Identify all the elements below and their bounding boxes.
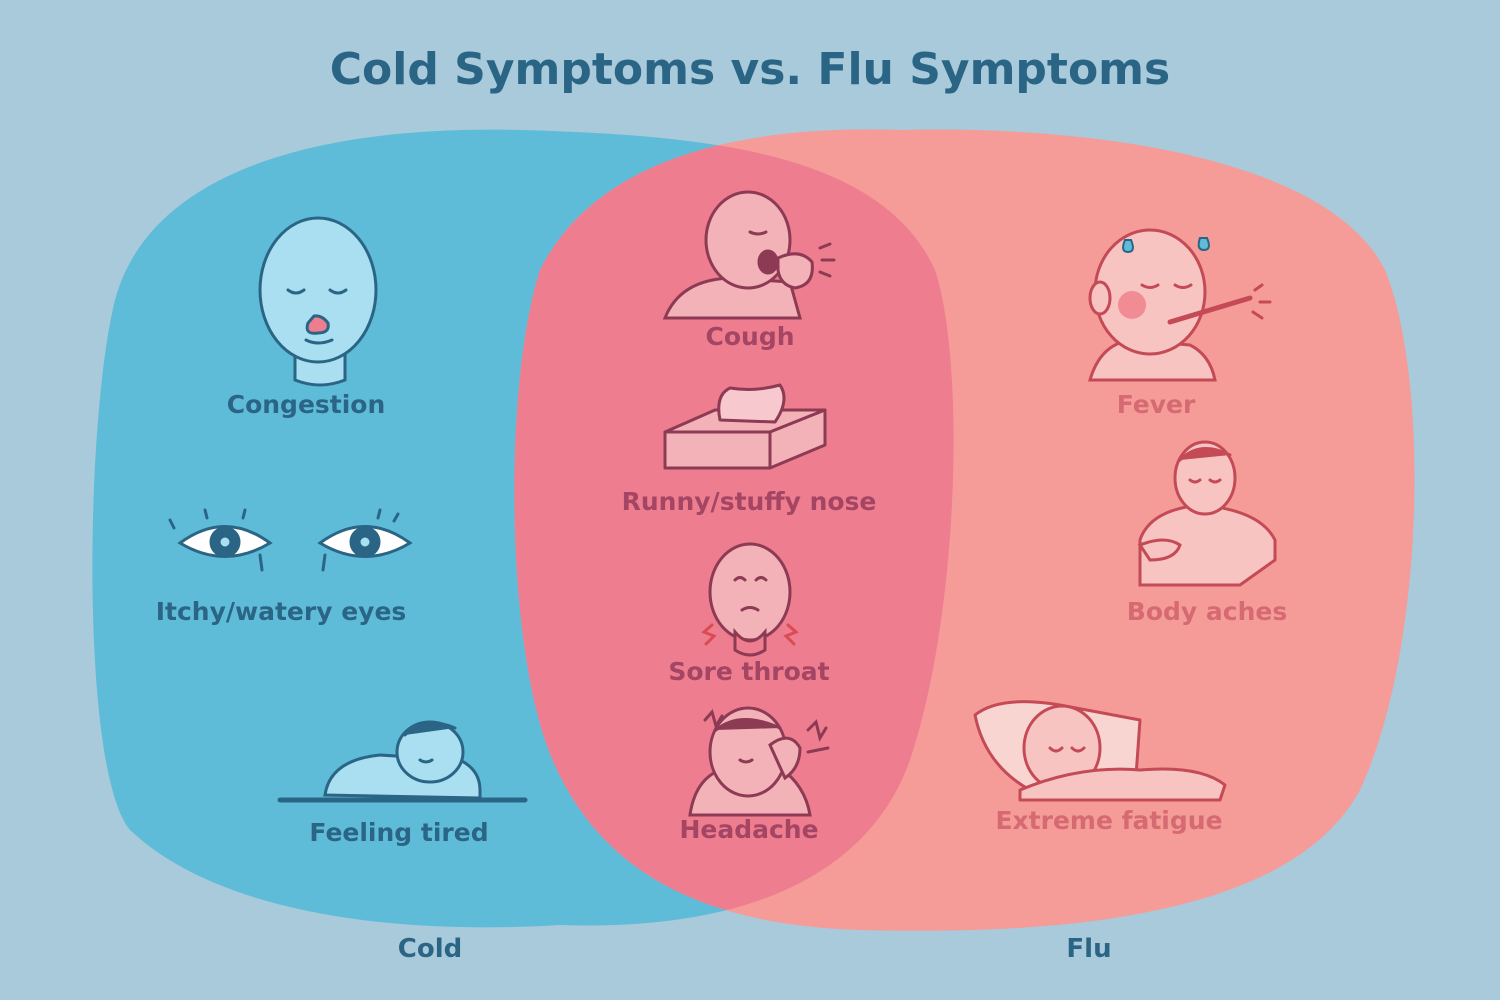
sleeping-in-bed-icon (973, 700, 1227, 802)
body-aches-icon (1137, 440, 1277, 587)
set-label-flu: Flu (1066, 934, 1112, 964)
symptom-sore-throat: Sore throat (668, 657, 830, 686)
symptom-fever: Fever (1116, 390, 1196, 419)
symptom-extreme-fatigue: Extreme fatigue (995, 806, 1223, 835)
diagram-title: Cold Symptoms vs. Flu Symptoms (329, 44, 1171, 95)
symptom-itchy-watery-eyes: Itchy/watery eyes (155, 597, 407, 626)
symptom-feeling-tired: Feeling tired (309, 818, 489, 847)
coughing-person-icon (662, 190, 836, 320)
watery-eyes-icon (168, 508, 413, 572)
symptom-body-aches: Body aches (1126, 597, 1288, 626)
symptom-cough: Cough (705, 322, 795, 351)
congested-face-icon (258, 216, 378, 387)
set-label-cold: Cold (397, 934, 463, 964)
fever-thermometer-icon (1088, 228, 1272, 382)
symptom-runny-stuffy-nose: Runny/stuffy nose (621, 487, 877, 516)
tired-person-icon (277, 720, 528, 803)
symptom-congestion: Congestion (226, 390, 386, 419)
sore-throat-icon (701, 542, 799, 657)
headache-person-icon (688, 706, 830, 817)
tissue-box-icon (663, 383, 827, 470)
symptom-headache: Headache (679, 815, 819, 844)
